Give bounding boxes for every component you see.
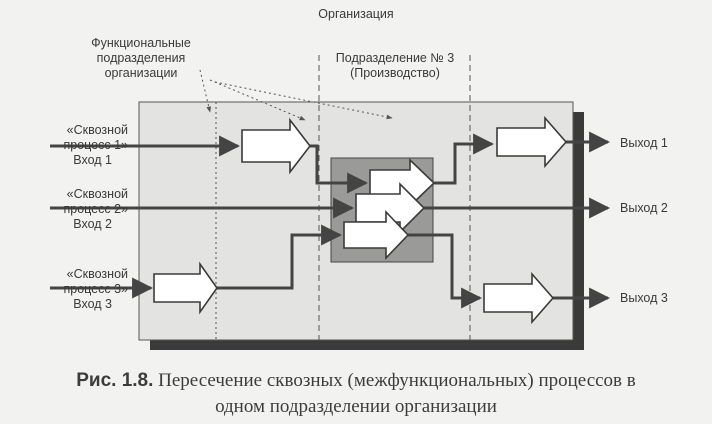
process-1-flow-2 xyxy=(310,144,369,194)
output-2-label: Выход 2 xyxy=(620,201,668,215)
process-3-block-functional xyxy=(153,261,218,315)
process-1-flow-3 xyxy=(434,133,495,185)
process-3-block-output xyxy=(483,271,555,325)
process-1-block-functional xyxy=(241,117,312,175)
caption-text-2: одном подразделении организации xyxy=(215,396,497,417)
process-3-flow-2 xyxy=(217,224,343,290)
process-diagram xyxy=(50,55,611,350)
process-1-input: Вход 1 xyxy=(73,153,112,167)
output-3-label: Выход 3 xyxy=(620,291,668,305)
pointer-line-3 xyxy=(214,81,393,120)
process-3-line-2: процесс 3» xyxy=(63,282,128,296)
division-label: Подразделение № 3 (Производство) xyxy=(320,51,470,81)
process-3-block-hub xyxy=(343,210,410,260)
caption-figure-number: Рис. 1.8. xyxy=(76,370,154,391)
process-3-label: «Сквозной процесс 3» Вход 3 xyxy=(0,267,136,312)
functional-units-line-1: Функциональные xyxy=(91,36,191,50)
pointer-line-2 xyxy=(209,79,306,121)
process-3-line-1: «Сквозной xyxy=(66,267,128,281)
functional-units-label: Функциональные подразделения организации xyxy=(66,36,216,81)
caption-line-1: Рис. 1.8. Пересечение сквозных (межфункц… xyxy=(0,368,712,394)
process-2-line-2: процесс 2» xyxy=(63,202,128,216)
process-1-line-1: «Сквозной xyxy=(66,123,128,137)
organization-title: Организация xyxy=(318,7,394,21)
caption-text-1: Пересечение сквозных (межфункциональных)… xyxy=(158,370,636,391)
process-3-input: Вход 3 xyxy=(73,297,112,311)
functional-units-line-2: подразделения xyxy=(96,51,186,65)
output-1-label: Выход 1 xyxy=(620,136,668,150)
division-line-2: (Производство) xyxy=(350,66,440,80)
division-line-1: Подразделение № 3 xyxy=(335,51,455,65)
process-1-line-2: процесс 1» xyxy=(63,138,128,152)
process-3-flow-3 xyxy=(408,233,483,309)
process-1-block-output xyxy=(496,115,568,169)
figure-caption: Рис. 1.8. Пересечение сквозных (межфункц… xyxy=(0,368,712,420)
process-2-line-1: «Сквозной xyxy=(66,187,128,201)
pointer-line-1 xyxy=(199,69,212,113)
functional-units-line-3: организации xyxy=(104,66,178,80)
process-2-label: «Сквозной процесс 2» Вход 2 xyxy=(0,187,136,232)
process-1-label: «Сквозной процесс 1» Вход 1 xyxy=(0,123,136,168)
process-2-input: Вход 2 xyxy=(73,217,112,231)
